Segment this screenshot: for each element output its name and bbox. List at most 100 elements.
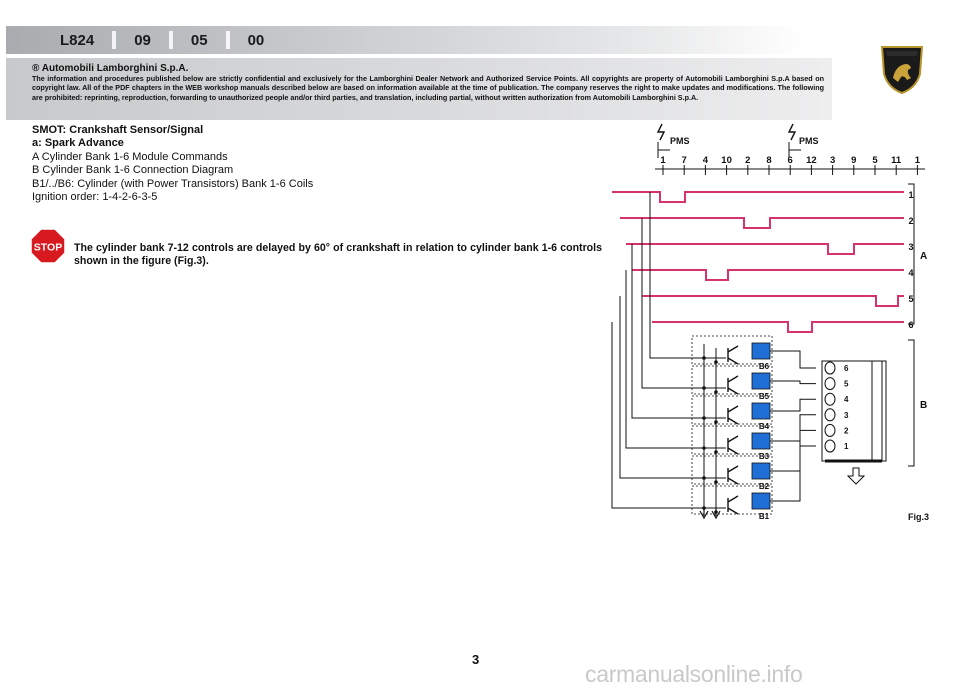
doc-code-group: 09 (134, 31, 151, 49)
connector-pin-label: 3 (844, 411, 849, 420)
coil-output-wire (770, 414, 816, 442)
bank-b-label: B (920, 400, 927, 411)
firing-order-label: 9 (851, 155, 856, 166)
firing-order-label: 4 (703, 155, 709, 166)
signal-number-label: 1 (908, 190, 913, 200)
coil-output-wire (770, 429, 816, 472)
doc-code-section: 00 (247, 31, 265, 49)
coil-label: B6 (759, 362, 770, 371)
firing-order-label: 11 (891, 155, 902, 166)
coil-module-frame (691, 485, 773, 515)
coil-wiring (611, 192, 816, 514)
bank-a-signal-line (652, 321, 904, 333)
ignition-coil (751, 372, 771, 390)
down-arrow-icon (699, 508, 709, 520)
connector-pin (824, 392, 836, 406)
figure-label: Fig.3 (908, 512, 930, 522)
pms-marker-2: PMS (787, 123, 819, 158)
connector-block (821, 360, 887, 485)
coil-signal-wire (641, 218, 726, 389)
firing-order-label: 3 (830, 155, 835, 166)
connector-pin-label: 4 (844, 395, 849, 404)
firing-order-label: 6 (788, 155, 793, 166)
connector-pin (824, 439, 836, 453)
down-arrow-icon (711, 508, 721, 520)
note-text: The cylinder bank 7-12 controls are dela… (74, 242, 602, 268)
coil-module-frame (691, 425, 773, 455)
firing-order-label: 8 (766, 155, 771, 166)
bank-a-bracket (908, 183, 915, 325)
power-transistor-icon (727, 465, 739, 485)
coil-output-wire (770, 445, 816, 502)
connector-pin-label: 5 (844, 380, 849, 389)
coil-module-frame (691, 455, 773, 485)
signal-number-label: 2 (908, 216, 913, 226)
legend-line-a: A Cylinder Bank 1-6 Module Commands (32, 150, 228, 163)
ignition-coil (751, 492, 771, 510)
connector-pin (824, 377, 836, 391)
coil-module-frame (691, 365, 773, 395)
coil-output-wire (770, 398, 816, 412)
disclaimer-title: ® Automobili Lamborghini S.p.A. (32, 63, 189, 74)
ignition-coil (751, 342, 771, 360)
coil-signal-wire (631, 244, 726, 419)
connector-pin (824, 408, 836, 422)
diagram-legend: SMOT: Crankshaft Sensor/Signal a: Spark … (32, 124, 313, 204)
power-transistor-icon (727, 495, 739, 515)
disclaimer-band (6, 58, 832, 120)
firing-order-label: 12 (806, 155, 817, 166)
power-transistor-icon (727, 375, 739, 395)
coil-output-wire (770, 350, 816, 369)
bank-a-label: A (920, 251, 927, 262)
document-code: L824 09 05 00 (60, 26, 264, 54)
legend-line-advance: a: Spark Advance (32, 137, 124, 150)
firing-order-label: 1 (915, 155, 921, 166)
coil-label: B1 (759, 512, 770, 521)
power-transistor-icon (727, 345, 739, 365)
lamborghini-logo (880, 46, 924, 94)
legend-line-smot: SMOT: Crankshaft Sensor/Signal (32, 124, 204, 136)
legend-line-order: Ignition order: 1-4-2-6-3-5 (32, 191, 158, 204)
signal-number-label: 4 (908, 268, 913, 278)
stop-sign-icon: STOP (30, 228, 66, 264)
ignition-coil (751, 462, 771, 480)
ground-arrow-icon (846, 467, 866, 485)
page-number: 3 (472, 652, 480, 667)
firing-order-label: 5 (872, 155, 878, 166)
coil-module-frame (691, 395, 773, 425)
firing-order-label: 2 (745, 155, 750, 166)
coil-module-frame (691, 335, 773, 365)
connector-pin-label: 6 (844, 364, 849, 373)
bank-a-signal-line (620, 217, 904, 229)
connector-pin (824, 423, 836, 437)
signal-number-label: 3 (908, 242, 913, 252)
code-separator (112, 31, 117, 49)
bank-a-signal-line (642, 295, 904, 307)
ignition-coil (751, 402, 771, 420)
firing-order-label: 1 (660, 155, 666, 166)
signal-number-label: 6 (908, 320, 913, 330)
coil-label: B5 (759, 392, 770, 401)
firing-order-label: 7 (682, 155, 687, 166)
pms-label: PMS (670, 136, 690, 146)
legend-line-coils: B1/../B6: Cylinder (with Power Transisto… (32, 177, 314, 190)
pms-label: PMS (799, 136, 819, 146)
bank-a-signal-line (632, 269, 904, 281)
coil-signal-wire (625, 270, 726, 449)
pms-marker-1: PMS (656, 123, 690, 158)
connector-pin-label: 2 (844, 426, 849, 435)
bank-b-bracket (908, 339, 915, 467)
coil-signal-wire (611, 322, 726, 509)
coil-label: B2 (759, 482, 770, 491)
header-band (6, 26, 806, 54)
coil-label: B4 (759, 422, 770, 431)
coil-signal-wire (649, 192, 726, 359)
code-separator (168, 31, 173, 49)
coil-output-wire (770, 380, 816, 385)
coil-label: B3 (759, 452, 770, 461)
ignition-coil (751, 432, 771, 450)
signal-number-label: 5 (908, 294, 913, 304)
